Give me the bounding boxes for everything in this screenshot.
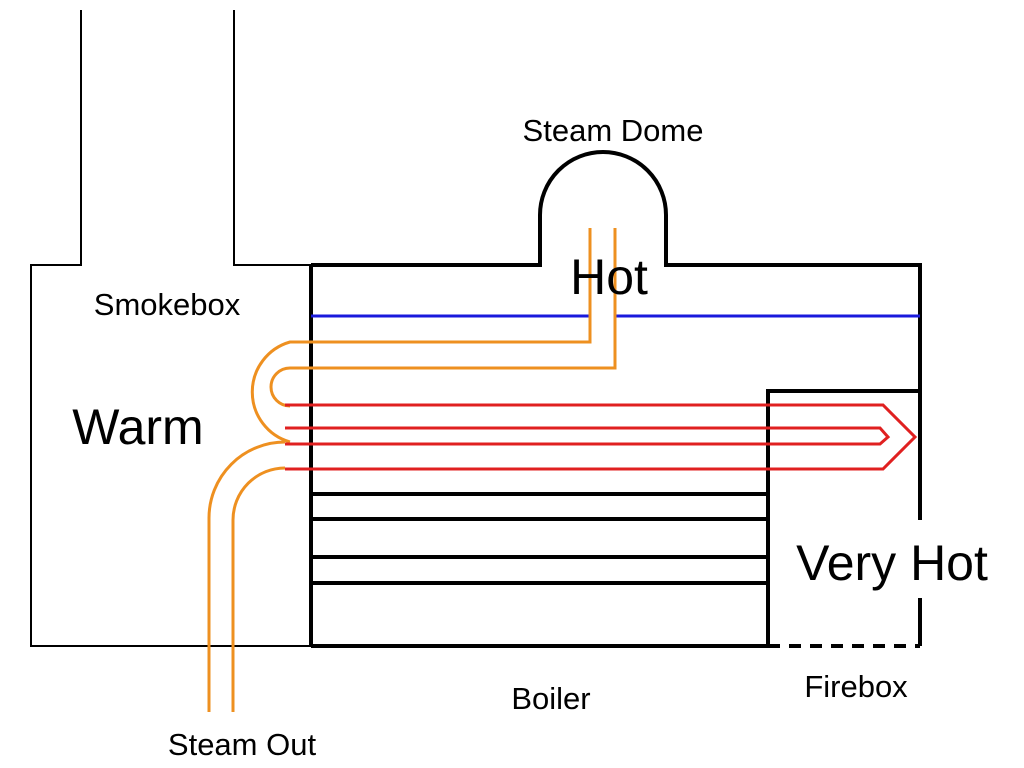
smokebox-label: Smokebox [94,287,241,322]
saturated-steam-pipe-inner [269,228,617,408]
steam-out-label: Steam Out [168,727,317,762]
steam-out-pipe-outer [207,440,286,712]
steam-dome-label: Steam Dome [523,113,704,148]
smokebox-outline [30,10,311,647]
boiler-label: Boiler [511,681,590,716]
superheater-element-inner [285,426,891,446]
very-hot-label: Very Hot [796,535,988,591]
firebox-label: Firebox [804,669,908,704]
warm-label: Warm [72,399,203,455]
hot-label: Hot [570,249,648,305]
superheater-element-outer [285,403,918,471]
boiler-shell-top [311,150,922,520]
steam-out-pipe-inner [231,466,286,712]
firebox-crown [766,389,920,646]
chimney-outline [233,10,311,266]
saturated-steam-pipe-outer [250,228,592,444]
